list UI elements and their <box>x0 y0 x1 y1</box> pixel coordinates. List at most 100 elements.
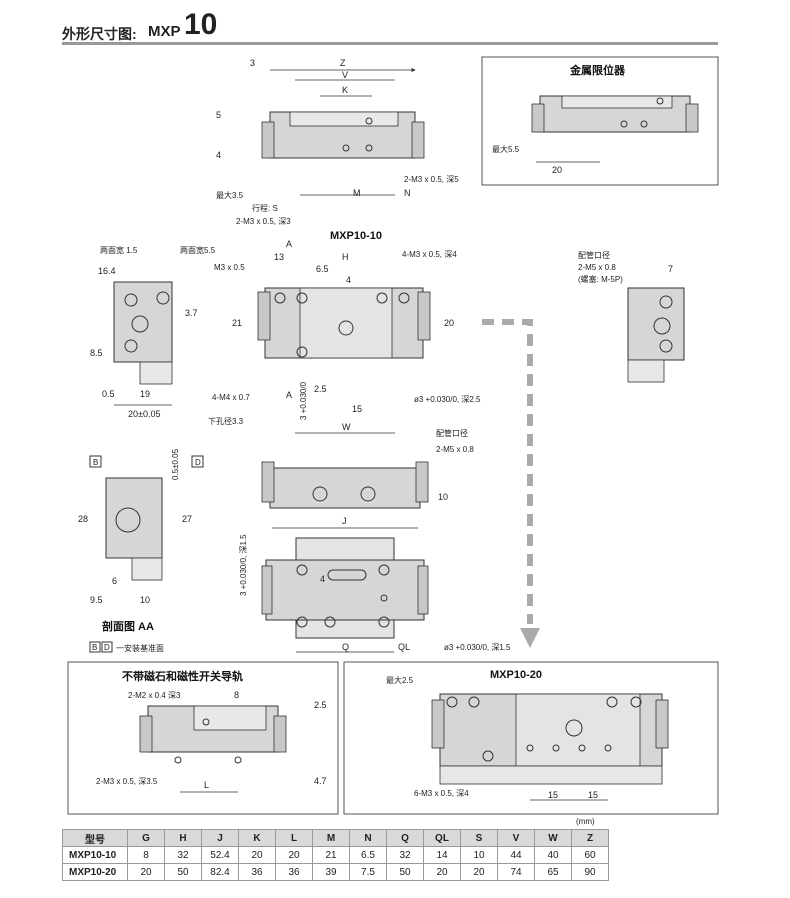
top-table <box>289 111 399 127</box>
side-width15: 两面宽 1.5 <box>100 245 138 255</box>
nm-d25: 2.5 <box>314 700 327 710</box>
cell: 60 <box>571 846 609 864</box>
mxp10-20-title: MXP10-20 <box>490 669 542 681</box>
bottom-view <box>261 537 429 653</box>
cell: 14 <box>423 846 461 864</box>
note-b: B <box>92 643 97 652</box>
side-d164: 16.4 <box>98 266 116 276</box>
dim-max35: 最大3.5 <box>216 190 244 200</box>
section-datum-b: B <box>93 458 98 467</box>
th-q: Q <box>386 829 424 847</box>
main-d20: 20 <box>444 318 454 328</box>
main-d15: 15 <box>352 404 362 414</box>
stopper-max55: 最大5.5 <box>492 144 520 154</box>
cell: 39 <box>312 863 350 881</box>
front-d10: 10 <box>438 492 448 502</box>
bottom-pin: ø3 +0.030/0, 深1.5 <box>444 643 511 652</box>
main-d65: 6.5 <box>316 264 329 274</box>
main-w: W <box>342 422 351 432</box>
th-v: V <box>497 829 535 847</box>
datum-b-box <box>89 455 102 468</box>
top-end-right <box>411 121 425 159</box>
cell: 20 <box>127 863 165 881</box>
header-rule <box>62 42 718 45</box>
right-d7: 7 <box>668 264 673 274</box>
label-stroke: 行程: S <box>252 203 278 213</box>
dashed-arrow-head <box>520 628 540 648</box>
note-b-box <box>89 641 101 653</box>
front-j: J <box>342 516 347 526</box>
nm-m3: 2-M3 x 0.5, 深3.5 <box>96 777 158 786</box>
dashed-arrow <box>482 319 533 624</box>
bottom-q: Q <box>342 642 349 652</box>
cell: 74 <box>497 863 535 881</box>
cell: 32 <box>164 846 202 864</box>
section-title: 剖面图 AA <box>102 619 154 633</box>
cell: 7.5 <box>349 863 387 881</box>
cell: 10 <box>460 846 498 864</box>
th-s: S <box>460 829 498 847</box>
right-plug: (螺塞: M-5P) <box>578 274 623 284</box>
cell: MXP10-20 <box>62 863 128 881</box>
left-side-view <box>113 281 173 406</box>
right-port: 配管口径 <box>578 250 610 260</box>
main-d3tol: 3 +0.030/0 <box>299 381 308 420</box>
side-d19: 19 <box>140 389 150 399</box>
stopper-dim20: 20 <box>552 165 562 175</box>
table-row: MXP10-10 8 32 52.4 20 20 21 6.5 32 14 10… <box>62 846 609 864</box>
cell: 6.5 <box>349 846 387 864</box>
dim-v: V <box>342 70 348 80</box>
th-h: H <box>164 829 202 847</box>
right-side-view <box>627 287 685 383</box>
cell: 44 <box>497 846 535 864</box>
side-d37: 3.7 <box>185 308 198 318</box>
main-h: H <box>342 252 349 262</box>
cell: 40 <box>534 846 572 864</box>
main-d25: 2.5 <box>314 384 327 394</box>
main-m4: 4-M4 x 0.7 <box>212 393 250 402</box>
th-n: N <box>349 829 387 847</box>
stopper-panel <box>481 56 719 186</box>
main-d4: 4 <box>346 275 351 285</box>
header-size: 10 <box>184 8 218 41</box>
cell: 82.4 <box>201 863 239 881</box>
dim-4: 4 <box>216 150 221 160</box>
cell: 20 <box>238 846 276 864</box>
cell: 36 <box>238 863 276 881</box>
nm-m2: 2-M2 x 0.4 深3 <box>128 691 181 700</box>
cell: 20 <box>275 846 313 864</box>
dim-5: 5 <box>216 110 221 120</box>
th-ql: QL <box>423 829 461 847</box>
label-m3-depth5: 2-M3 x 0.5, 深5 <box>404 175 459 184</box>
main-a-top: A <box>286 239 292 249</box>
mxp10-10-title: MXP10-10 <box>330 230 382 242</box>
section-datum-d: D <box>195 458 201 467</box>
bottom-d3tol: 3 +0.030/0, 深1.5 <box>239 534 248 596</box>
mxp10-20-panel <box>343 661 719 815</box>
cell: 90 <box>571 863 609 881</box>
top-hole-1 <box>365 117 373 125</box>
nm-l: L <box>204 780 209 790</box>
mxp20-d15a: 15 <box>548 790 558 800</box>
stopper-drawing <box>531 95 699 163</box>
main-d13: 13 <box>274 252 284 262</box>
bottom-d4: 4 <box>320 574 325 584</box>
cell: 21 <box>312 846 350 864</box>
front-port: 配管口径 <box>436 428 468 438</box>
section-d27: 27 <box>182 514 192 524</box>
main-hole33: 下孔径3.3 <box>208 416 244 426</box>
main-d21: 21 <box>232 318 242 328</box>
front-view <box>261 461 429 529</box>
spec-table: 型号 G H J K L M N Q QL S V W Z MXP10-10 8… <box>62 829 609 881</box>
label-m3-depth3: 2-M3 x 0.5, 深3 <box>236 217 291 226</box>
nm-d47: 4.7 <box>314 776 327 786</box>
section-d28: 28 <box>78 514 88 524</box>
cell: 20 <box>460 863 498 881</box>
header-model: MXP <box>148 23 181 40</box>
cell: 52.4 <box>201 846 239 864</box>
th-m: M <box>312 829 350 847</box>
section-d05: 0.5±0.05 <box>171 448 180 480</box>
mxp20-d15b: 15 <box>588 790 598 800</box>
table-row: MXP10-20 20 50 82.4 36 36 39 7.5 50 20 2… <box>62 863 609 881</box>
th-g: G <box>127 829 165 847</box>
